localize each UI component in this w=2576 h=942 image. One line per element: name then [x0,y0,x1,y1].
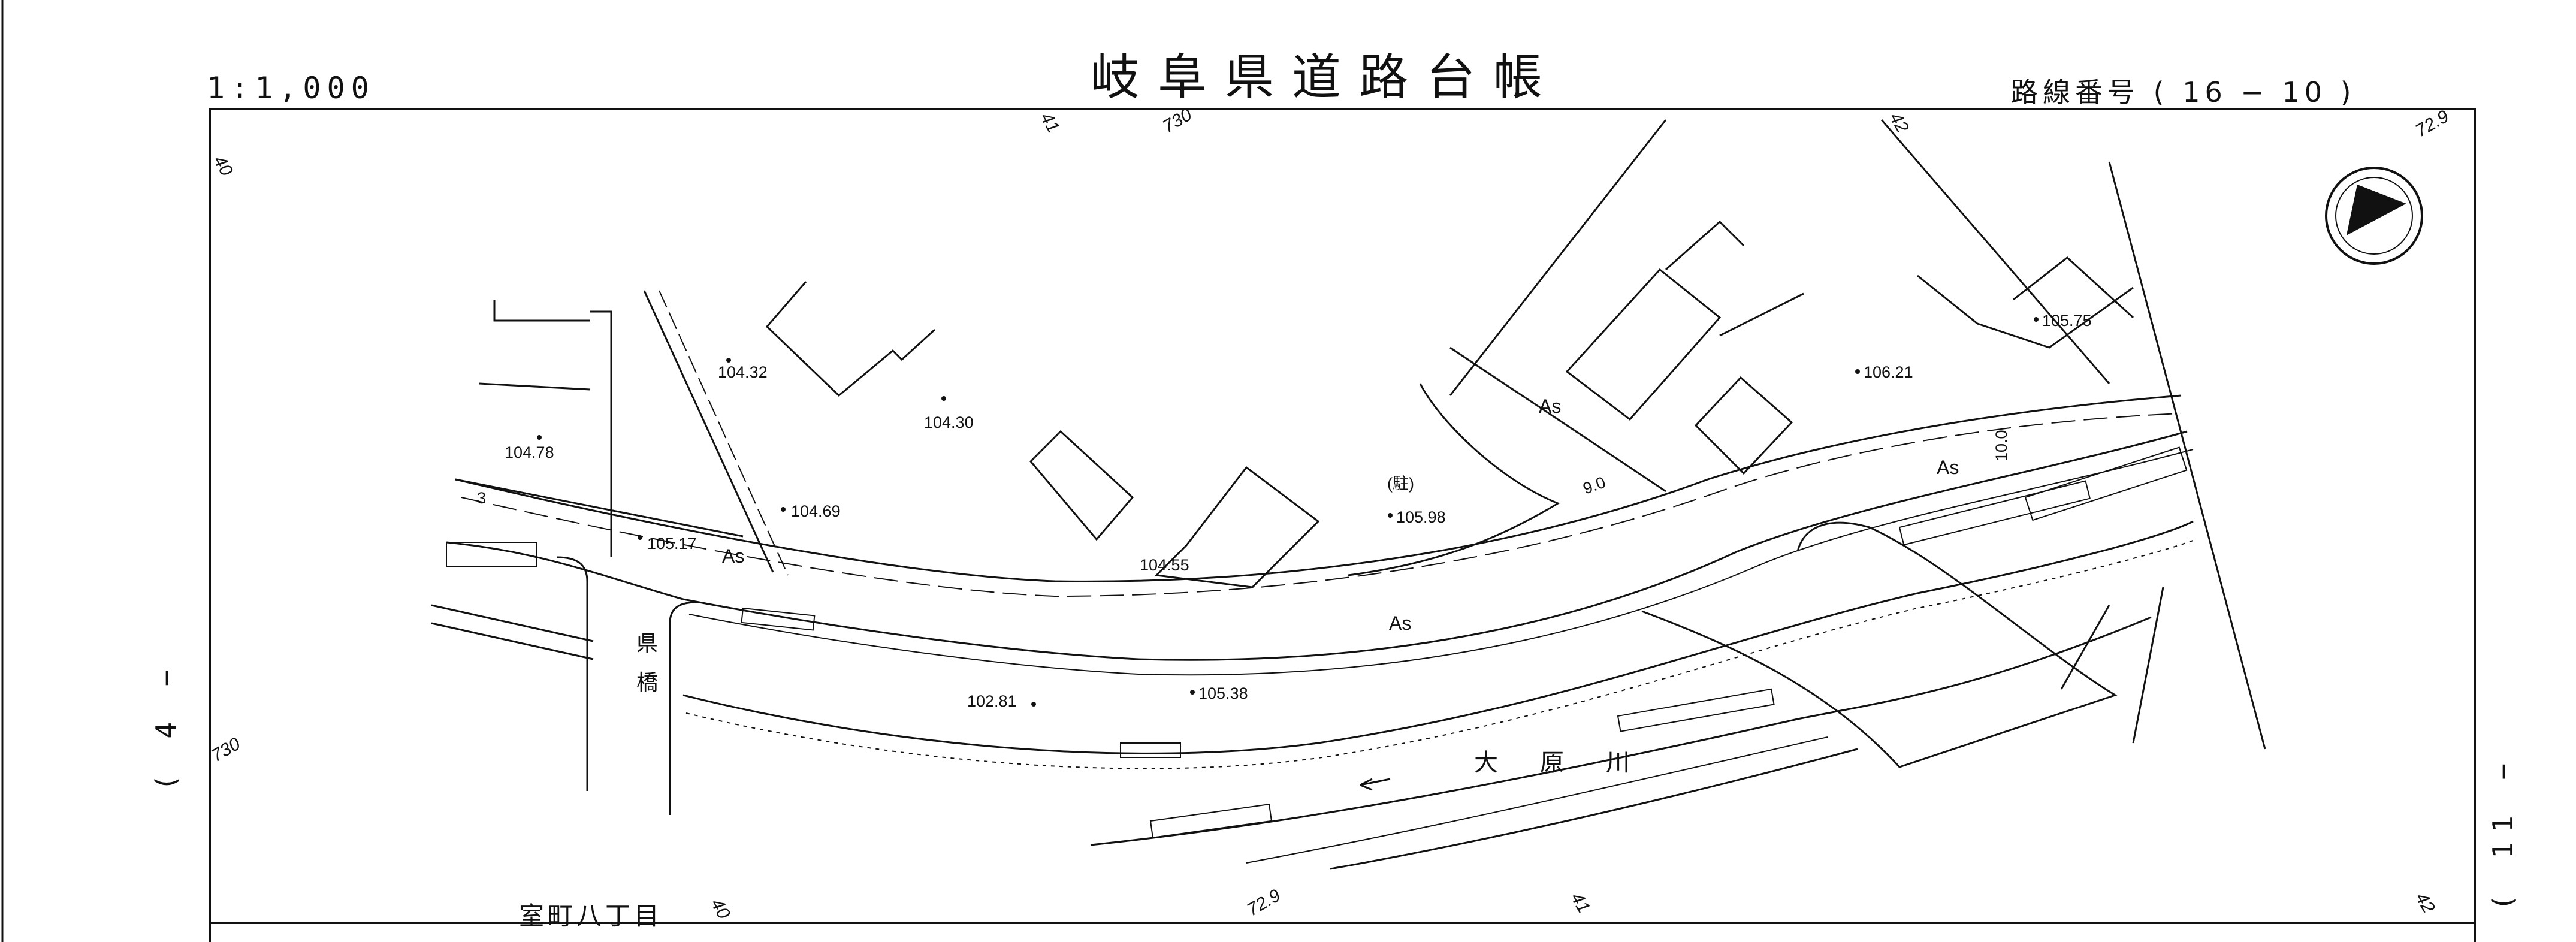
asphalt-label: As [1539,395,1562,417]
elevation-label: 104.78 [505,443,554,461]
map-scale: 1:1,000 [207,71,375,105]
parking-label: (駐) [1387,475,1414,493]
building-1 [765,281,936,397]
elevation-label: 104.69 [791,502,841,520]
building-3 [1154,466,1320,588]
road-west-lower [446,541,684,600]
elevation-label: 105.17 [647,535,697,552]
building-4 [1565,268,1722,421]
building-5 [1694,376,1793,475]
road-ne-2 [1449,346,1666,493]
elevation-label: 105.98 [1396,508,1446,526]
river-bank-south-2 [1330,748,1858,870]
dimension-label: 10.0 [1992,430,2010,461]
map-title: 岐阜県道路台帳 [1091,49,1561,106]
route-number: 路線番号 ( 16 − 10 ) [2010,76,2356,108]
road-west [455,478,744,538]
river-bank-north-2 [685,539,2197,769]
road-edge-north-dashed [461,413,2182,597]
bridge-right [669,601,699,815]
building-7 [2013,256,2134,319]
river-flow-arrow [1360,778,1391,791]
road-nw [643,290,774,573]
town-name: 室町八丁目 [519,901,663,931]
lot-west-2 [590,310,612,557]
lot-number: 3 [477,489,487,507]
north-arrow-circle [2325,167,2423,265]
north-arrow-circle-inner [2335,177,2413,255]
parking-lot [1348,383,1560,576]
plot-north [1917,274,2134,349]
elevation-label: 104.32 [718,363,768,381]
building-6 [1665,220,1804,337]
river-bank-south [1090,616,2152,846]
map-frame [209,108,2476,942]
road-sw [431,604,594,660]
bridge-label-2: 橋 [636,671,659,695]
river-bank-north [682,520,2194,754]
river-name: 大原川 [1474,749,1672,777]
lot-west [479,300,591,391]
hatched-strips [741,446,2188,838]
left-sheet-ref: ( 4 − [150,660,182,791]
elevation-label: 105.75 [2042,312,2092,330]
north-arrow [2346,184,2406,236]
elevation-label: 105.38 [1198,684,1248,702]
road-edge-south-2 [688,449,2194,676]
asphalt-label: As [1389,612,1412,634]
right-sheet-ref: ( 11 − [2487,753,2519,911]
asphalt-label: As [722,545,745,567]
bridge-label-1: 県 [636,632,659,656]
river-bank-south-3 [1246,736,1828,864]
diag-lines [2060,587,2164,744]
hatched-strip-w [446,542,537,567]
bridge-left [557,556,588,791]
elevation-label: 104.30 [924,413,974,431]
road-ne [1449,119,2266,750]
road-nw-2 [659,290,789,576]
elevation-label: 106.21 [1864,363,1913,381]
building-2 [1029,430,1134,541]
road-edge-south [682,430,2188,661]
elevation-label: 104.55 [1140,556,1189,574]
road-edge-north [455,394,2182,582]
asphalt-label: As [1937,457,1959,478]
elevation-label: 102.81 [967,692,1017,710]
ramp [1641,521,2118,768]
